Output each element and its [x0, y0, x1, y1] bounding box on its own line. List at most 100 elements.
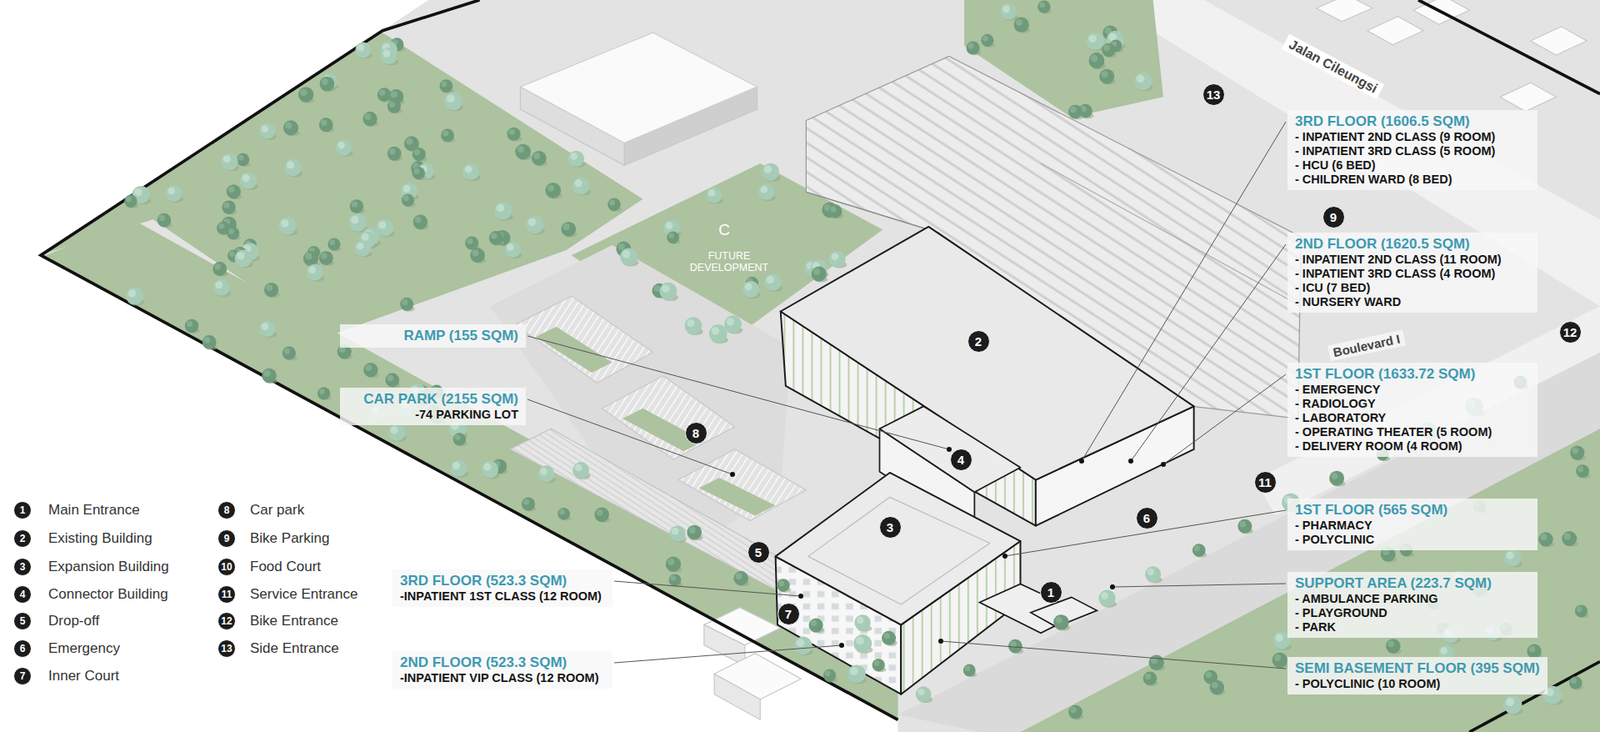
- tree: [1149, 655, 1165, 670]
- program-item: - POLYCLINIC: [1295, 532, 1530, 547]
- tree: [796, 638, 805, 647]
- tree: [537, 465, 555, 482]
- tree: [240, 171, 257, 189]
- tree: [308, 265, 316, 274]
- tree: [1274, 654, 1281, 661]
- tree: [220, 153, 239, 171]
- tree: [337, 141, 345, 150]
- tree: [317, 386, 330, 400]
- tree: [362, 111, 377, 126]
- legend-number: 1: [20, 505, 26, 515]
- tree: [388, 424, 405, 441]
- tree: [238, 155, 245, 161]
- tree: [405, 138, 413, 145]
- tree: [236, 153, 250, 166]
- legend-number: 2: [20, 533, 26, 544]
- leader-line: [940, 640, 1286, 669]
- tree: [441, 80, 448, 87]
- tree: [412, 166, 425, 180]
- tree: [572, 176, 590, 195]
- tree: [596, 509, 604, 516]
- callout-number: 13: [1202, 83, 1225, 106]
- tree: [412, 147, 426, 161]
- program-item: - INPATIENT 3RD CLASS (5 ROOM): [1295, 144, 1530, 159]
- site-boundary: [1418, 0, 1600, 95]
- legend-text: Expansion Building: [48, 559, 170, 575]
- tree: [778, 580, 785, 586]
- tree: [661, 284, 670, 292]
- area-heading: CAR PARK (2155 SQM): [347, 390, 519, 408]
- tree: [825, 670, 831, 676]
- callout-number-text: 6: [1143, 511, 1150, 525]
- leader-dot: [1128, 458, 1134, 464]
- tree: [830, 252, 839, 260]
- tree: [242, 174, 250, 182]
- legend-marker: 9: [217, 529, 236, 548]
- tree: [223, 155, 231, 163]
- program-item: -INPATIENT VIP CLASS (12 ROOM): [400, 670, 605, 685]
- program-item: -INPATIENT 1ST CLASS (12 ROOM): [400, 589, 605, 604]
- tree: [708, 189, 716, 197]
- legend-text: Drop-off: [48, 613, 100, 630]
- tree: [1098, 589, 1115, 606]
- leader-dot: [1002, 553, 1008, 559]
- tree: [1145, 673, 1151, 680]
- callout-number-text: 3: [886, 520, 894, 534]
- tree: [455, 434, 461, 440]
- tree: [509, 129, 515, 135]
- tree: [1505, 697, 1515, 706]
- houses: [1367, 16, 1424, 45]
- tree: [355, 42, 371, 59]
- tree: [453, 432, 466, 445]
- tree: [124, 0, 1590, 720]
- leader-dot: [1110, 584, 1115, 590]
- area-callout-panel: 1ST FLOOR (565 SQM)- PHARMACY- POLYCLINI…: [1287, 498, 1538, 550]
- tree: [124, 195, 137, 208]
- tree: [968, 42, 975, 49]
- callout-number: 1: [1040, 580, 1063, 604]
- tree: [1145, 565, 1161, 582]
- tree: [214, 263, 221, 270]
- leader-dot: [946, 446, 952, 452]
- leader-line: [1112, 583, 1286, 587]
- tree: [1088, 35, 1097, 44]
- tree: [259, 123, 275, 140]
- tree: [385, 373, 400, 388]
- entrance-court: [980, 583, 1098, 633]
- tree: [329, 239, 335, 245]
- tree: [365, 364, 372, 371]
- tree: [668, 232, 675, 239]
- warehouse: [520, 32, 757, 165]
- legend-text: Main Entrance: [48, 502, 140, 519]
- area-heading: RAMP (155 SQM): [347, 327, 519, 345]
- leader-dot: [1160, 461, 1166, 467]
- legend-number: 13: [220, 643, 232, 654]
- leader-dot: [798, 593, 804, 599]
- tree: [545, 182, 561, 199]
- legend-text: Food Court: [250, 559, 321, 575]
- tree: [380, 47, 398, 65]
- tree: [319, 117, 334, 132]
- callout-number-text: 8: [692, 426, 700, 440]
- tree: [572, 461, 590, 479]
- legend-text: Bike Entrance: [250, 613, 339, 630]
- houses: [714, 673, 760, 720]
- tree: [809, 617, 824, 632]
- program-item: - CHILDREN WARD (8 BED): [1295, 172, 1530, 187]
- tree: [221, 200, 235, 214]
- tree: [260, 125, 269, 133]
- tree: [830, 205, 836, 212]
- tree: [665, 556, 681, 572]
- program-item: - INPATIENT 2ND CLASS (9 ROOM): [1295, 130, 1530, 145]
- tree: [280, 219, 290, 228]
- existing-building: [780, 226, 1195, 526]
- tree: [1561, 530, 1577, 546]
- tree: [742, 280, 760, 298]
- area-heading: SUPPORT AREA (223.7 SQM): [1295, 575, 1530, 592]
- legend-number: 9: [224, 533, 230, 544]
- tree: [766, 275, 775, 284]
- area-heading: 1ST FLOOR (565 SQM): [1295, 501, 1530, 519]
- tree: [607, 197, 621, 211]
- tree: [1577, 465, 1584, 472]
